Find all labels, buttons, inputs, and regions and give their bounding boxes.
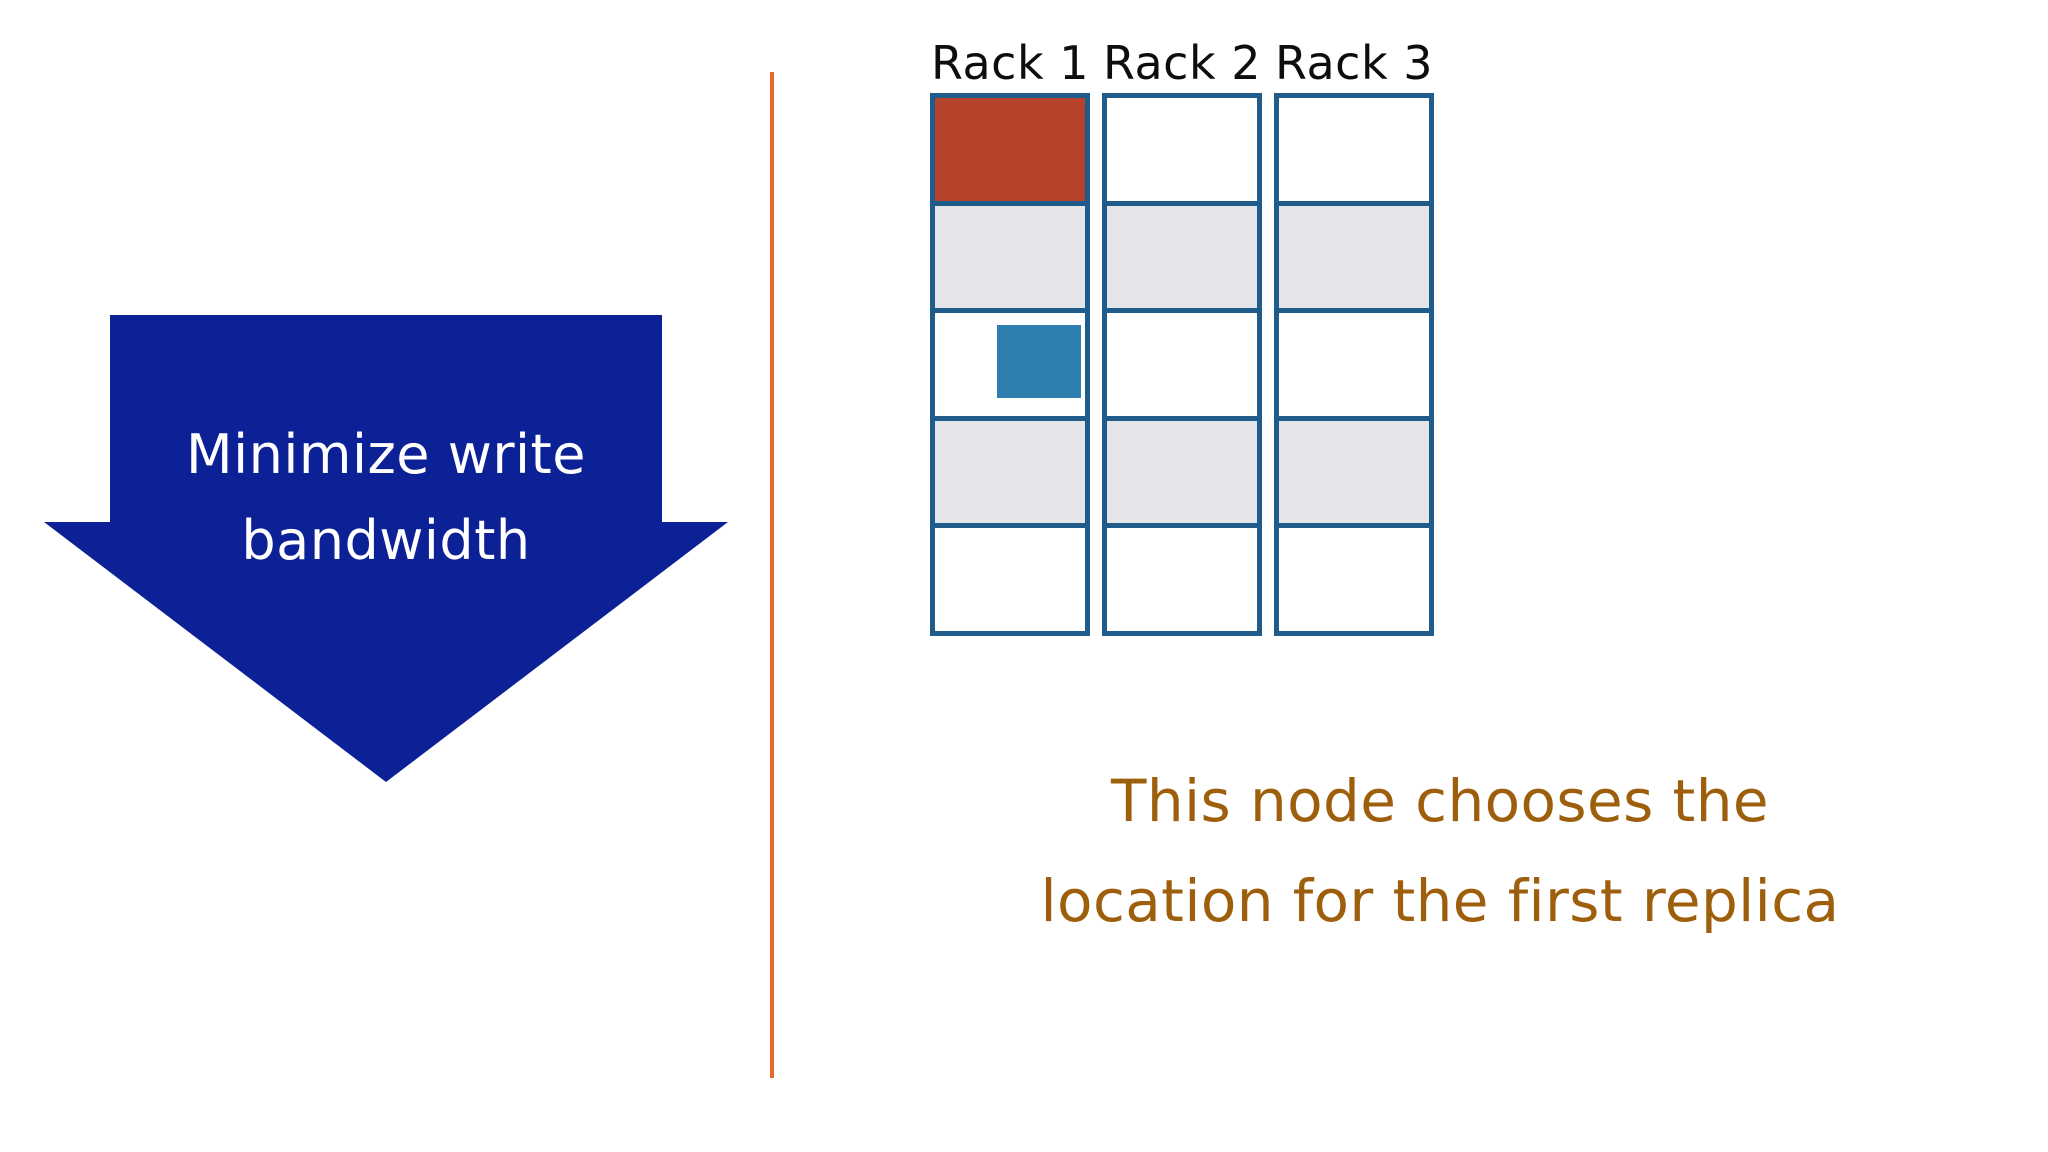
rack-1-cell-4 [935,420,1085,529]
replica-placement-caption: This node chooses the location for the f… [930,752,1950,952]
rack-3 [1274,93,1434,636]
minimize-write-bandwidth-arrow: Minimize write bandwidth [22,315,728,782]
rack-2-cell-3 [1107,313,1257,421]
rack-label-3: Rack 3 [1275,36,1433,90]
racks-container: Rack 1 Rack 2 Rack 3 [930,36,1434,680]
rack-label-1: Rack 1 [931,36,1089,90]
rack-3-cell-5 [1279,528,1429,631]
vertical-divider [770,72,774,1078]
caption-line-2: location for the first replica [1040,866,1840,935]
caption-line-1: This node chooses the [1111,767,1769,835]
rack-3-cell-1 [1279,98,1429,206]
rack-label-2: Rack 2 [1103,36,1261,90]
rack-2-cell-2 [1107,205,1257,314]
rack-1-cell-5 [935,528,1085,631]
rack-3-cell-2 [1279,205,1429,314]
first-replica-node-marker [997,325,1081,399]
rack-1-cell-3 [935,313,1085,421]
rack-3-cell-3 [1279,313,1429,421]
down-arrow-shape [44,315,728,782]
rack-1 [930,93,1090,636]
rack-2-cell-4 [1107,420,1257,529]
left-panel: Minimize write bandwidth [0,0,771,1152]
rack-1-cell-2 [935,205,1085,314]
rack-2-cell-5 [1107,528,1257,631]
rack-2-cell-1 [1107,98,1257,206]
rack-3-cell-4 [1279,420,1429,529]
rack-2 [1102,93,1262,636]
rack-1-cell-1 [935,98,1085,206]
